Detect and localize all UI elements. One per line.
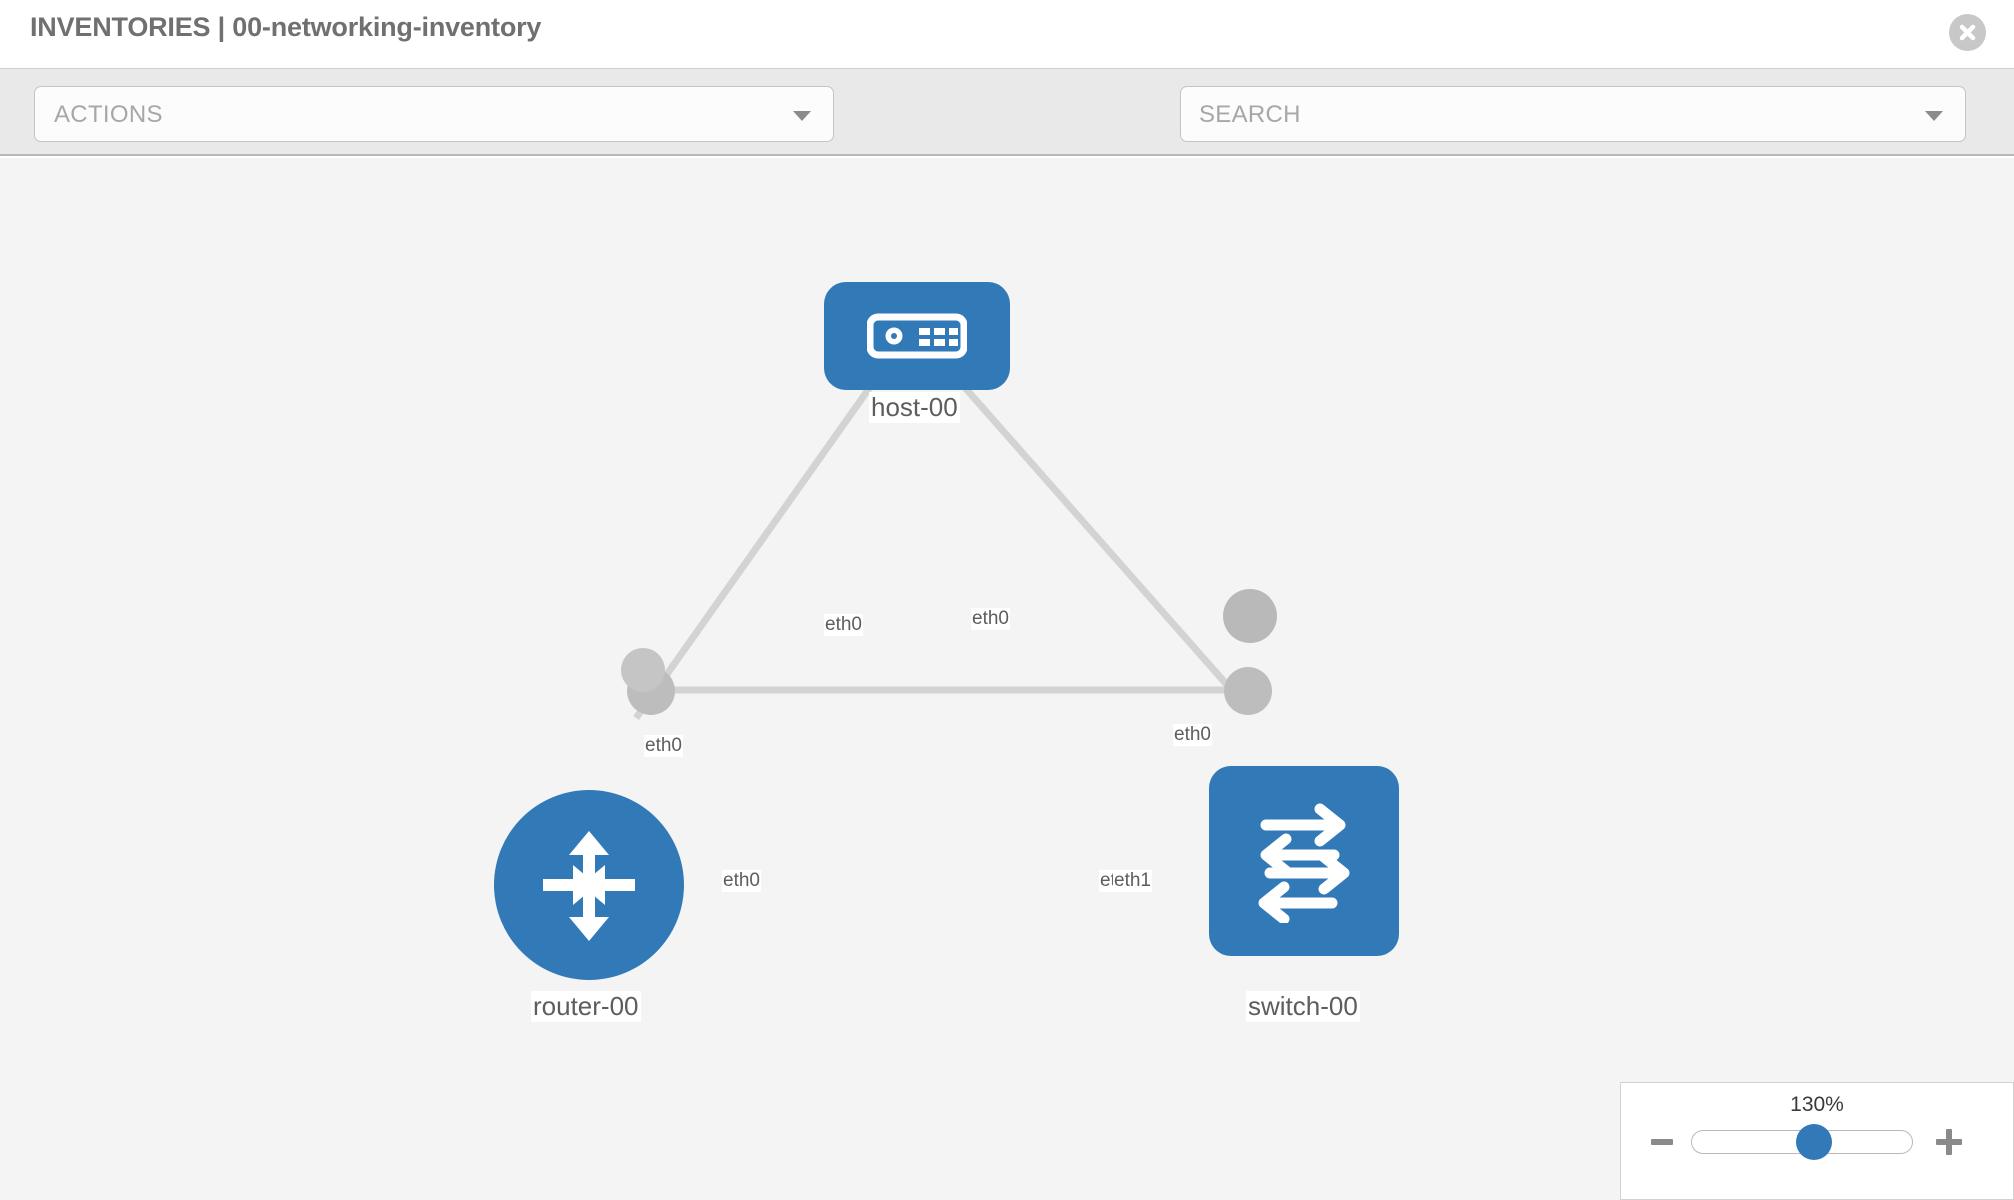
zoom-in-button[interactable] (1936, 1139, 1962, 1145)
endpoint-switch-left (1224, 667, 1272, 715)
zoom-slider-thumb[interactable] (1796, 1124, 1832, 1160)
chevron-down-icon (793, 111, 811, 121)
endpoint-router-up (621, 648, 665, 692)
router-arrows-icon (543, 831, 635, 941)
actions-dropdown[interactable]: ACTIONS (34, 86, 834, 142)
endpoint-switch-up (1223, 589, 1277, 643)
zoom-control-panel: 130% (1620, 1082, 2014, 1200)
switch-arrows-icon (1258, 803, 1350, 923)
node-router-00[interactable] (494, 790, 684, 980)
zoom-level-value: 130% (1790, 1093, 1844, 1116)
toolbar: ACTIONS SEARCH (0, 68, 2014, 194)
zoom-out-button[interactable] (1651, 1139, 1673, 1145)
server-appliance-icon (867, 313, 967, 359)
search-input[interactable]: SEARCH (1180, 86, 1966, 142)
page-title: INVENTORIES | 00-networking-inventory (30, 12, 542, 42)
node-host-00[interactable] (824, 282, 1010, 390)
topology-canvas[interactable]: host-00 router-0 (0, 158, 2014, 1200)
actions-dropdown-label: ACTIONS (54, 101, 163, 128)
link-host-router (633, 370, 883, 721)
search-placeholder: SEARCH (1199, 101, 1301, 128)
chevron-down-icon[interactable] (1925, 111, 1943, 121)
page-header: INVENTORIES | 00-networking-inventory (0, 0, 2014, 68)
link-host-switch (949, 370, 1246, 706)
close-icon[interactable] (1949, 14, 1986, 51)
node-switch-00[interactable] (1209, 766, 1399, 956)
